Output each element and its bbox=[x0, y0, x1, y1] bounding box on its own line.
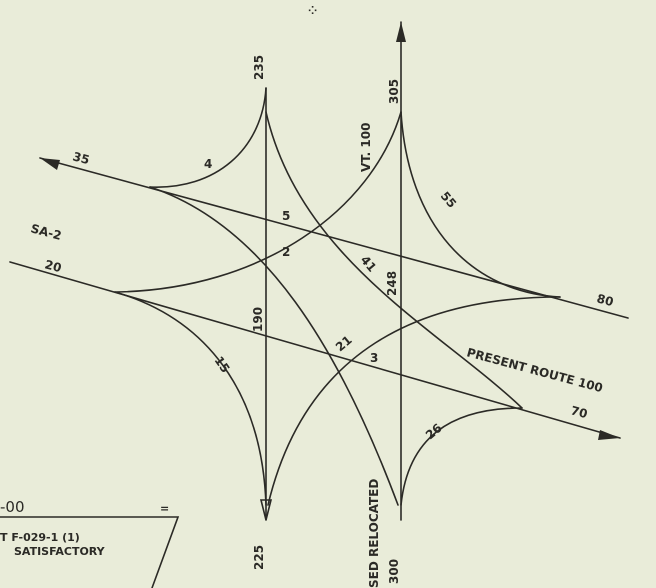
curve-55 bbox=[400, 111, 561, 298]
curve-26 bbox=[400, 407, 523, 506]
stamp-top-left: -00 bbox=[0, 498, 25, 516]
curve-4 bbox=[149, 87, 267, 188]
curve-3 bbox=[267, 296, 561, 506]
curve-2 bbox=[114, 111, 402, 293]
west-south-volume: 225 bbox=[252, 545, 266, 570]
route-35-label: 35 bbox=[71, 149, 91, 167]
stamp-project: T F-029-1 (1) bbox=[0, 531, 80, 544]
stamp-status: SATISFACTORY bbox=[14, 545, 106, 558]
sa2-volume-label: 20 bbox=[43, 257, 63, 275]
small-equals-mark: = bbox=[160, 502, 169, 515]
vt100-label: VT. 100 bbox=[359, 123, 373, 172]
stamp-border bbox=[0, 516, 180, 588]
approval-stamp: -00 T F-029-1 (1) SATISFACTORY bbox=[0, 498, 180, 588]
vt100-north-volume: 305 bbox=[387, 79, 401, 104]
movement-3-label: 3 bbox=[370, 351, 378, 365]
present-route-label: PRESENT ROUTE 100 bbox=[465, 345, 604, 395]
movement-26-label: 26 bbox=[423, 421, 445, 442]
relocated-label: SED RELOCATED bbox=[367, 479, 381, 588]
top-mark: ⁘ bbox=[308, 4, 317, 17]
curve-21 bbox=[149, 186, 399, 506]
curve-15 bbox=[114, 291, 267, 506]
movement-190-label: 190 bbox=[251, 307, 265, 332]
sa2-route-label: SA-2 bbox=[29, 221, 63, 243]
movement-55-label: 55 bbox=[438, 189, 459, 211]
west-north-volume: 235 bbox=[252, 55, 266, 80]
east-arrow-icon bbox=[598, 430, 620, 440]
movement-2-label: 2 bbox=[282, 245, 290, 259]
movement-248-label: 248 bbox=[385, 271, 399, 296]
movement-15-label: 15 bbox=[212, 354, 233, 376]
vt100-south-volume: 300 bbox=[387, 559, 401, 584]
north-arrow-icon bbox=[396, 22, 406, 42]
movement-4-label: 4 bbox=[204, 157, 212, 171]
movement-21-label: 21 bbox=[333, 333, 355, 354]
curve-41 bbox=[265, 111, 523, 409]
west-arrow-icon bbox=[40, 158, 60, 170]
route-35-road bbox=[39, 157, 629, 319]
sa2-road bbox=[9, 261, 621, 439]
movement-5-label: 5 bbox=[282, 209, 290, 223]
east-volume-label: 80 bbox=[595, 291, 615, 309]
present-route-volume-label: 70 bbox=[569, 403, 589, 421]
